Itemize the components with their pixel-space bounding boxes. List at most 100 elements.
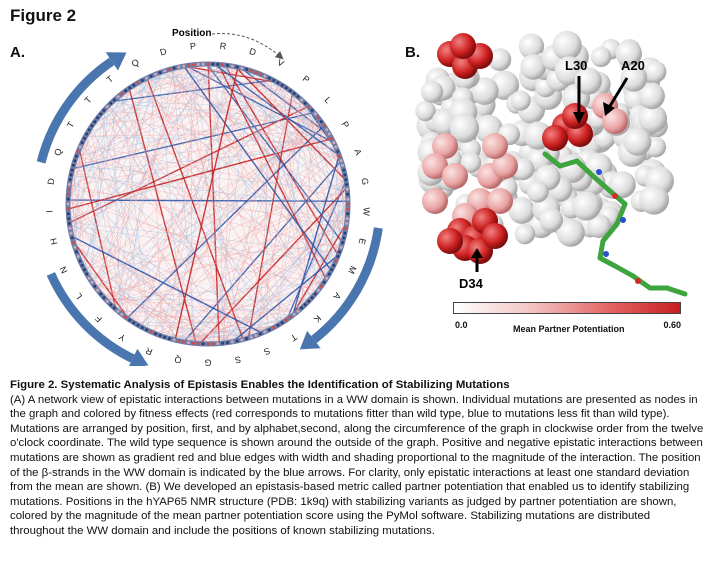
sequence-residue: R: [219, 41, 227, 52]
mutation-node-ring: [65, 61, 351, 347]
sequence-residue: Q: [52, 147, 64, 157]
caption-body: (A) A network view of epistatic interact…: [10, 393, 704, 537]
mutation-node: [342, 236, 346, 240]
mutation-node: [66, 202, 70, 206]
sequence-residue: A: [331, 291, 343, 302]
mutation-node: [310, 296, 314, 300]
epistasis-edge: [75, 147, 81, 250]
sequence-residue: T: [65, 119, 77, 129]
epistasis-edge: [170, 65, 230, 340]
ligand-nitrogen: [603, 251, 609, 257]
label-a20: A20: [621, 58, 645, 73]
mutation-node: [341, 163, 345, 167]
sequence-residue: T: [83, 94, 94, 105]
sequence-residue: P: [301, 74, 312, 86]
mutation-node: [332, 141, 336, 145]
epistasis-edge: [259, 99, 302, 335]
mutation-node: [325, 276, 329, 280]
mutation-node: [292, 92, 296, 96]
mutation-node: [67, 221, 71, 225]
epistasis-edge: [68, 215, 216, 345]
position-direction-arrow: [211, 33, 284, 60]
mutation-node: [296, 309, 300, 313]
label-l30: L30: [565, 58, 587, 73]
epistasis-edge: [146, 77, 244, 340]
epistasis-edge: [69, 72, 258, 229]
epistasis-edge: [85, 65, 229, 136]
epistasis-edge: [108, 105, 293, 316]
ligand-bond: [597, 238, 606, 261]
epistasis-edge: [103, 110, 323, 125]
mutation-node: [211, 62, 215, 66]
mutation-node: [74, 154, 78, 158]
mutation-node: [322, 124, 326, 128]
ligand-bond: [664, 285, 688, 297]
residue-sphere: [449, 113, 480, 143]
mutation-node: [163, 69, 167, 73]
epistasis-edge: [142, 153, 339, 329]
sequence-residue: E: [357, 237, 368, 245]
mutation-node: [69, 231, 73, 235]
mutation-node: [342, 168, 346, 172]
residue-sphere: [590, 46, 612, 68]
mutation-node: [66, 207, 70, 211]
epistasis-edge: [91, 281, 202, 345]
epistasis-edge: [251, 71, 321, 288]
mutation-node: [71, 241, 75, 245]
epistasis-edge: [74, 87, 131, 161]
mutation-node: [93, 120, 97, 124]
beta-strand-arrow: [311, 227, 383, 344]
epistasis-edge: [217, 64, 327, 280]
mutation-node: [346, 197, 350, 201]
mutation-node: [235, 65, 239, 69]
epistasis-edge: [184, 295, 314, 343]
mutation-node: [325, 128, 329, 132]
residue-sphere: [460, 152, 482, 173]
epistasis-edge: [181, 304, 306, 342]
mutation-node: [74, 250, 78, 254]
epistasis-edge: [85, 132, 329, 137]
epistasis-edge: [231, 65, 331, 273]
epistasis-edge: [90, 127, 129, 320]
epistasis-edge: [108, 105, 224, 344]
mutation-node: [344, 178, 348, 182]
epistasis-edge: [174, 67, 239, 341]
residue-sphere: [608, 171, 636, 199]
mutation-node: [66, 192, 70, 196]
residue-sphere-moderate: [602, 108, 628, 134]
epistasis-edge: [103, 297, 293, 316]
epistasis-edge: [76, 109, 312, 157]
epistasis-edge: [121, 93, 150, 332]
residue-sphere: [586, 213, 612, 239]
mutation-node: [344, 226, 348, 230]
residue-sphere: [526, 180, 549, 203]
epistasis-edge: [215, 310, 299, 345]
ligand-nitrogen: [596, 169, 602, 175]
mutation-node: [245, 67, 249, 71]
mutation-node: [225, 63, 229, 67]
mutation-node: [319, 120, 323, 124]
epistasis-edge: [154, 74, 342, 162]
mutation-node: [66, 212, 70, 216]
residue-sphere: [552, 30, 582, 61]
arrow-a20: [608, 77, 629, 107]
mutation-node: [300, 98, 304, 102]
epistasis-edge: [105, 282, 324, 300]
mutation-node: [240, 66, 244, 70]
epistasis-edge: [142, 79, 307, 106]
mutation-node: [346, 202, 350, 206]
mutation-node: [158, 70, 162, 74]
residue-sphere: [514, 223, 536, 245]
epistasis-edge: [160, 72, 347, 185]
mutation-node: [102, 108, 106, 112]
epistasis-edge: [80, 146, 338, 258]
mutation-node: [319, 284, 323, 288]
epistasis-edge: [189, 65, 228, 343]
epistasis-edge: [188, 289, 319, 343]
sequence-residue: P: [189, 41, 196, 52]
mutation-node: [132, 83, 136, 87]
arrowhead-l30: [573, 112, 585, 124]
residue-sphere-stabilizing: [482, 223, 508, 249]
epistasis-edge: [150, 75, 338, 152]
mutation-node: [80, 141, 84, 145]
